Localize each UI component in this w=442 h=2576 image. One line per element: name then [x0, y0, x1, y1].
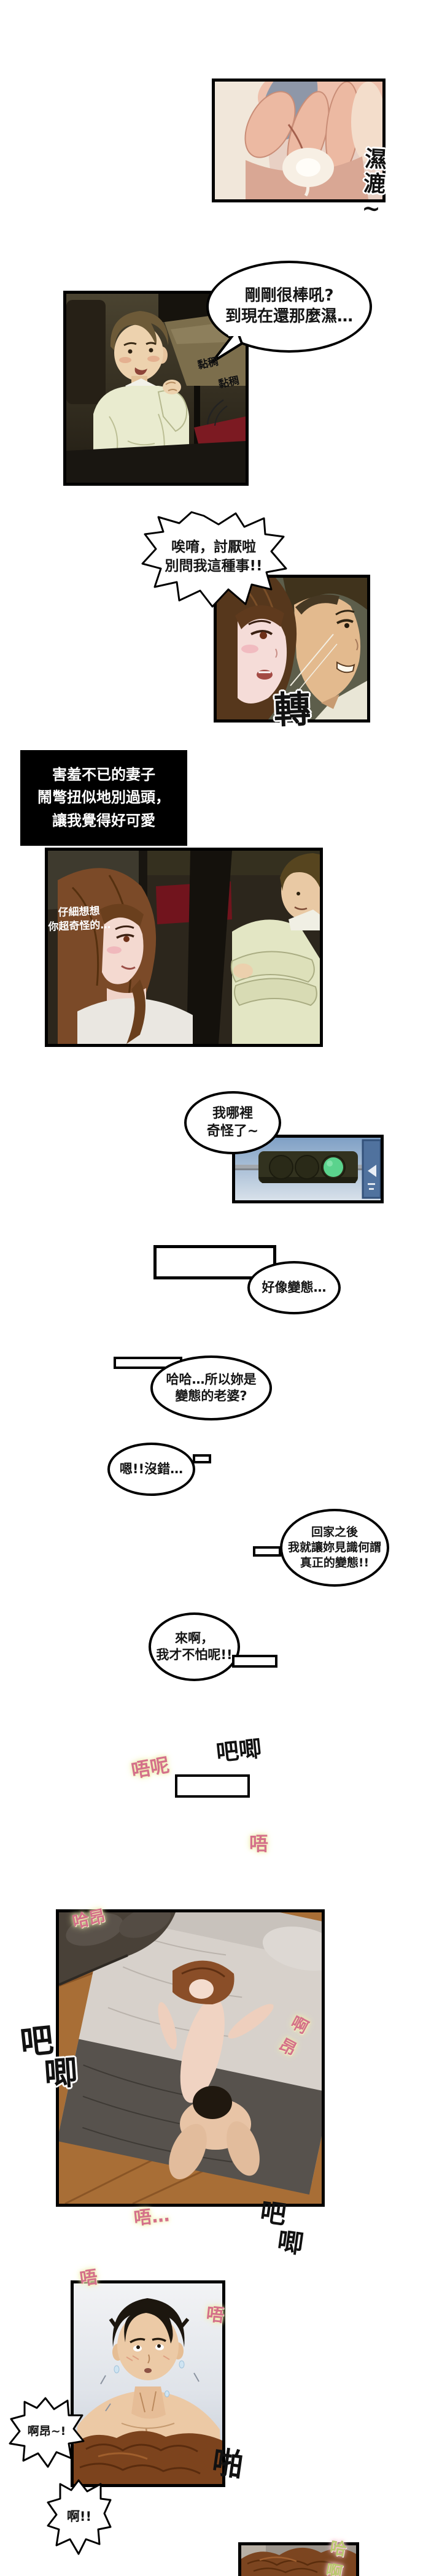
- sfx-moan-5: 唔: [205, 2303, 225, 2326]
- couple-faces-illustration: [217, 578, 367, 719]
- speech-bubble-go-home: 回家之後 我就讓妳見識何謂 真正的變態!!: [280, 1509, 389, 1587]
- panel-3-couple-faces: [214, 575, 370, 723]
- sfx-turn: 轉: [273, 688, 312, 733]
- traffic-light-illustration: [235, 1138, 381, 1200]
- sfx-moan-2: 唔: [249, 1833, 268, 1855]
- burst-bubble-aang-text: 啊昂~!: [27, 2425, 66, 2439]
- motion-lines: [206, 399, 228, 426]
- sfx-moan-1: 唔呢: [130, 1754, 171, 1783]
- bubble-connector-bring-it: [232, 1655, 277, 1668]
- burst-bubble-aang: 啊昂~!: [9, 2396, 85, 2468]
- sfx-smack-3b: 唧: [275, 2226, 306, 2260]
- hand-closeup-illustration: [215, 82, 382, 199]
- hair-closeup-illustration: [241, 2545, 356, 2576]
- sfx-smack-1: 吧唧: [214, 1735, 263, 1766]
- blank-caption-box-3: [175, 1774, 250, 1798]
- wife-car-illustration: [48, 851, 320, 1044]
- panel-1-hand-closeup: [212, 79, 386, 202]
- sfx-smack-3a: 吧: [258, 2196, 289, 2230]
- speech-bubble-pervert-wife-text: 哈哈…所以妳是 變態的老婆?: [166, 1371, 257, 1403]
- bedroom-overhead-illustration: [59, 1912, 322, 2204]
- speech-bubble-like-pervert-text: 好像變態…: [262, 1279, 327, 1295]
- burst-bubble-shape: [47, 2479, 112, 2555]
- panel-8-hair-closeup: [238, 2542, 359, 2576]
- speech-bubble-annoyed-text: 唉唷，討厭啦 別問我這種事!!: [165, 539, 263, 574]
- speech-bubble-go-home-text: 回家之後 我就讓妳見識何謂 真正的變態!!: [287, 1525, 381, 1570]
- speech-bubble-bring-it: 來啊， 我才不怕呢!!: [149, 1612, 240, 1681]
- speech-bubble-pervert-wife: 哈哈…所以妳是 變態的老婆?: [150, 1355, 272, 1420]
- panel-5-traffic-light: [232, 1135, 384, 1203]
- spiky-bubble-shape: [141, 511, 287, 608]
- burst-bubble-ah: 啊!!: [47, 2478, 112, 2555]
- panel-6-bedroom-overhead: [56, 1909, 325, 2207]
- sfx-smack-2b: 唧: [42, 2053, 79, 2094]
- blank-caption-box-1: [153, 1245, 276, 1279]
- speech-bubble-where-weird: 我哪裡 奇怪了~: [184, 1091, 281, 1154]
- speech-bubble-annoyed: 唉唷，討厭啦 別問我這種事!!: [140, 511, 287, 608]
- husband-torso-illustration: [74, 2283, 222, 2484]
- speech-bubble-yes-text: 嗯!!沒錯…: [119, 1461, 184, 1476]
- sfx-moan-3: 唔…: [133, 2204, 171, 2229]
- speech-bubble-where-weird-text: 我哪裡 奇怪了~: [206, 1105, 259, 1139]
- speech-bubble-yes: 嗯!!沒錯…: [107, 1443, 195, 1496]
- panel-4-wife-car: [45, 848, 323, 1047]
- sfx-slap: 啪: [210, 2444, 246, 2484]
- bubble-connector-go-home: [253, 1546, 281, 1557]
- sfx-moan-4: 唔: [78, 2266, 99, 2290]
- speech-bubble-bring-it-text: 來啊， 我才不怕呢!!: [156, 1630, 233, 1662]
- sfx-wet: 濕漉~: [357, 147, 387, 225]
- speech-bubble-like-pervert: 好像變態…: [247, 1261, 341, 1314]
- narration-box: 害羞不已的妻子 鬧彆扭似地別過頭， 讓我覺得好可愛: [20, 750, 187, 846]
- panel-7-husband-torso: [71, 2280, 225, 2487]
- bubble-connector-yes: [193, 1454, 211, 1463]
- handwritten-note: 仔細想想 你超奇怪的…: [48, 905, 111, 933]
- speech-bubble-felt-great-text: 剛剛很棒吼? 到現在還那麼濕…: [225, 286, 353, 326]
- burst-bubble-ah-text: 啊!!: [66, 2509, 92, 2524]
- speech-bubble-tail: [211, 328, 243, 363]
- burst-bubble-shape: [9, 2397, 85, 2468]
